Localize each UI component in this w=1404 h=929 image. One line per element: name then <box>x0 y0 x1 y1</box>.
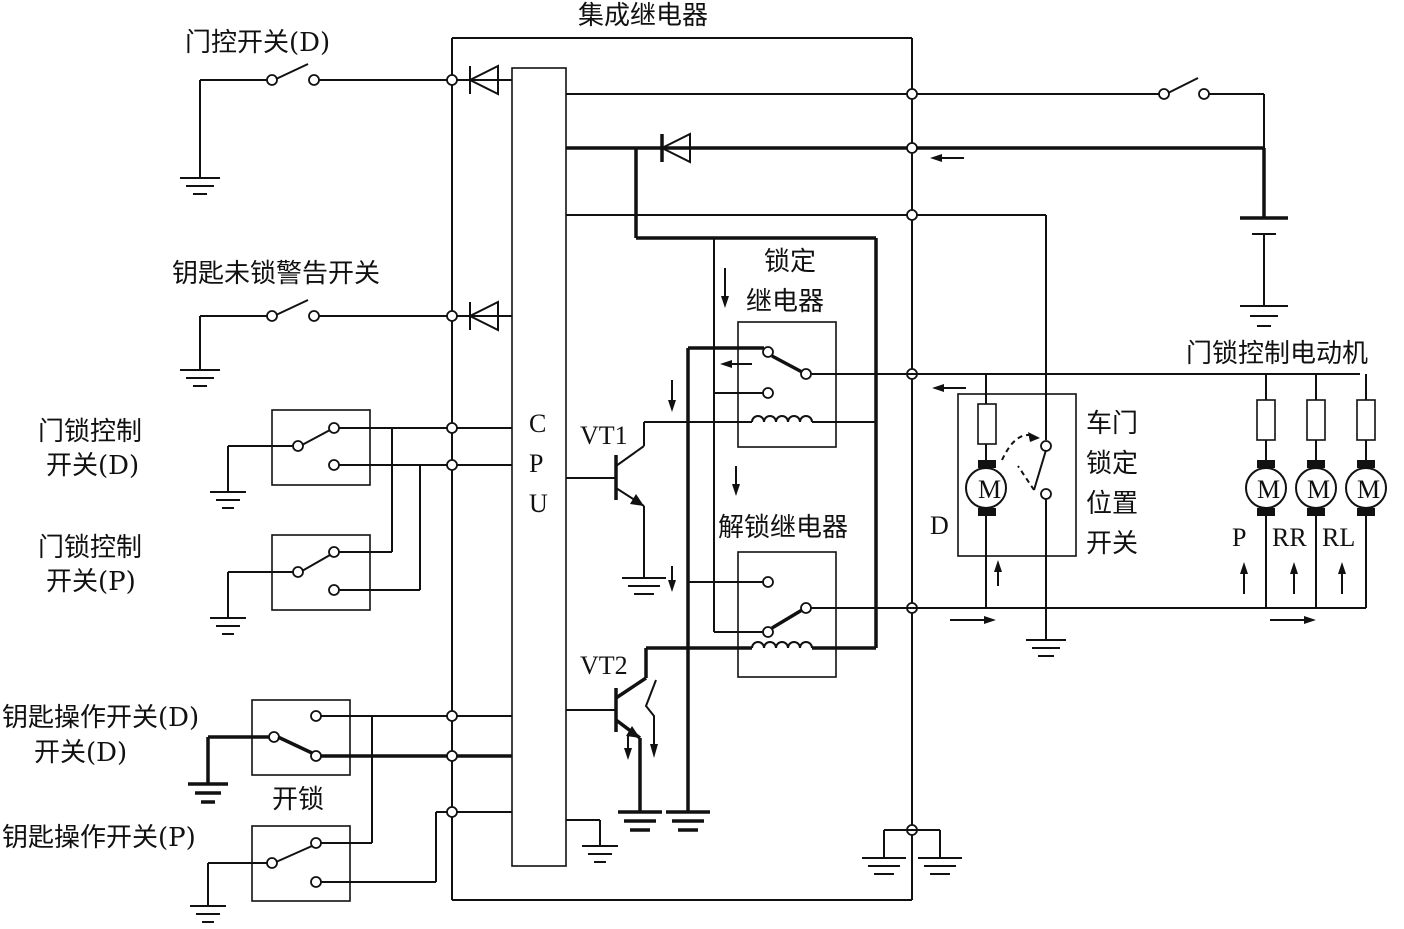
lock-control-switch-d <box>210 409 512 509</box>
motor-rl <box>1338 374 1387 608</box>
integrated-relay-label: 集成继电器 <box>578 1 708 31</box>
key-operation-p-label: 钥匙操作开关(P) <box>2 823 196 853</box>
key-operation-switch-p <box>190 716 512 923</box>
door-switch-diode <box>452 64 512 96</box>
relay-main-ground <box>862 829 962 875</box>
key-warning-switch-label: 钥匙未锁警告开关 <box>172 259 380 289</box>
door-switch-label: 门控开关(D) <box>185 28 330 58</box>
lock-control-p-label-line1: 门锁控制 <box>38 533 142 563</box>
integrated-relay-frame <box>451 37 913 901</box>
lock-relay-label-line1: 锁定 <box>764 247 816 277</box>
motor-group-label: 门锁控制电动机 <box>1186 339 1368 369</box>
unlock-label: 开锁 <box>272 785 324 815</box>
top-wiring <box>566 77 1265 440</box>
cpu-letter-u: U <box>529 489 548 518</box>
unlock-relay-direction-arrow <box>732 466 740 496</box>
cpu-letter-p: P <box>529 449 543 478</box>
door-position-label-line3: 位置 <box>1086 489 1138 519</box>
unlock-relay-label: 解锁继电器 <box>718 513 848 543</box>
key-operation-d-label-line2: 开关(D) <box>34 738 127 768</box>
motor-rr-label: RR <box>1272 523 1307 552</box>
key-operation-switch-d <box>188 699 512 804</box>
lock-control-d-label-line2: 开关(D) <box>46 451 139 481</box>
door-switch <box>180 63 452 195</box>
door-position-label-line2: 锁定 <box>1086 449 1138 479</box>
lock-control-d-label-line1: 门锁控制 <box>38 417 142 447</box>
cpu-letter-c: C <box>529 409 546 438</box>
cpu-block <box>511 67 567 867</box>
left-bus-junctions <box>446 74 458 818</box>
motor-p <box>1240 374 1287 608</box>
driver-door-assembly <box>957 374 1077 657</box>
key-operation-d-label-line1: 钥匙操作开关(D) <box>2 703 199 733</box>
vt2-label: VT2 <box>580 651 628 680</box>
motor-d-label: D <box>930 511 949 540</box>
lock-control-switch-p <box>210 428 421 635</box>
door-position-label-line4: 开关 <box>1086 529 1138 559</box>
motor-p-label: P <box>1232 523 1246 552</box>
lock-relay <box>686 321 1360 812</box>
motor-rl-label: RL <box>1322 523 1355 552</box>
vt1-transistor <box>566 380 738 595</box>
motor-rr <box>1290 374 1337 608</box>
motor-p-symbol: M <box>1257 475 1280 504</box>
key-warning-diode <box>452 300 512 332</box>
door-position-label-line1: 车门 <box>1086 409 1138 439</box>
lock-relay-direction-arrow <box>721 268 729 308</box>
current-flow-arrows <box>932 384 1316 624</box>
vt1-label: VT1 <box>580 421 628 450</box>
motor-rl-symbol: M <box>1357 475 1380 504</box>
battery-circuit <box>566 132 1288 650</box>
lock-relay-label-line2: 继电器 <box>746 287 824 317</box>
cpu-ground <box>566 819 618 863</box>
motor-rr-symbol: M <box>1307 475 1330 504</box>
lock-control-p-label-line2: 开关(P) <box>46 567 136 597</box>
vt2-transistor <box>566 648 710 832</box>
unlock-relay <box>646 551 1366 678</box>
key-warning-switch <box>180 299 452 387</box>
motor-d-symbol: M <box>978 475 1001 504</box>
